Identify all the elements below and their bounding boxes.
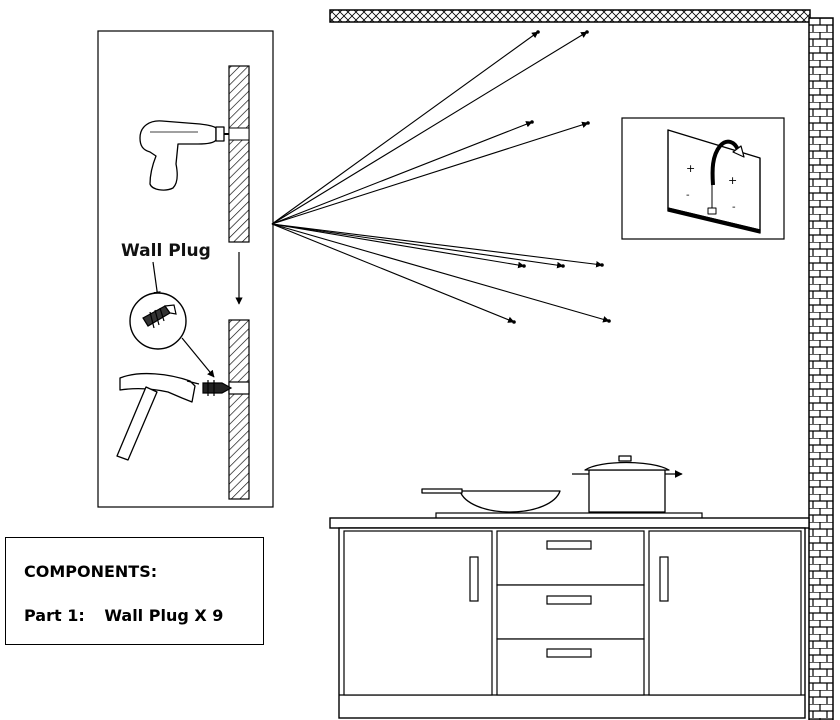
wok-icon — [421, 488, 561, 513]
drawer-top — [496, 530, 645, 586]
wall-plug-label-leader — [152, 261, 161, 299]
door-handle-right — [659, 556, 669, 602]
magnifier-pointer — [181, 337, 215, 378]
countertop — [329, 517, 810, 529]
anchor-arrow-6 — [271, 223, 564, 269]
drawer-bottom — [496, 638, 645, 696]
wall-plug-icon — [142, 304, 177, 329]
svg-text:+: + — [686, 162, 695, 175]
pot-icon — [572, 455, 683, 513]
hammer-icon — [116, 373, 200, 461]
anchor-arrow-4 — [271, 121, 589, 225]
panel-flip-icon: + + - - — [667, 129, 761, 234]
drawer-handle-bottom — [546, 648, 592, 658]
cabinet-door-right — [648, 530, 802, 696]
door-handle-left — [469, 556, 479, 602]
part-label: Part 1: — [24, 606, 85, 625]
anchor-points — [512, 30, 611, 324]
anchor-arrow-9 — [271, 223, 610, 323]
drilled-hole — [228, 127, 250, 141]
components-box: COMPONENTS: Part 1: Wall Plug X 9 — [5, 537, 264, 645]
svg-text:+: + — [728, 174, 737, 187]
wall-plug-label: Wall Plug — [121, 241, 211, 261]
ceiling-beam — [329, 9, 811, 23]
cabinet-door-left — [343, 530, 493, 696]
inserted-plug — [202, 380, 250, 396]
part-row: Part 1: Wall Plug X 9 — [24, 606, 223, 625]
wall-section-upper — [228, 65, 250, 243]
brick-wall — [808, 17, 834, 720]
part-item: Wall Plug X 9 — [104, 606, 224, 625]
components-title: COMPONENTS: — [24, 562, 158, 581]
anchor-arrow-8 — [271, 223, 515, 323]
drawer-handle-middle — [546, 595, 592, 605]
svg-text:-: - — [686, 190, 690, 201]
anchor-arrow-5 — [271, 223, 525, 269]
anchor-arrow-7 — [271, 223, 603, 268]
anchor-arrows — [271, 31, 610, 323]
anchor-arrow-2 — [271, 31, 588, 225]
wall-section-lower — [228, 319, 250, 500]
anchor-arrow-3 — [271, 121, 533, 225]
drawer-middle — [496, 584, 645, 640]
anchor-arrow-1 — [271, 31, 539, 225]
drawer-handle-top — [546, 540, 592, 550]
svg-text:-: - — [732, 202, 736, 213]
